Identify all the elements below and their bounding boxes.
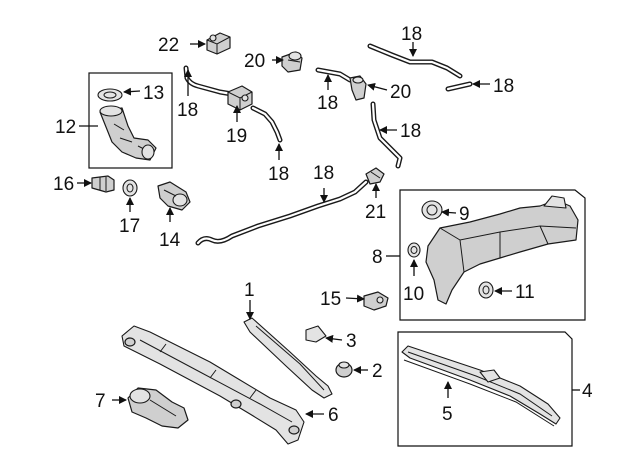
callout-18-b: 18: [268, 164, 289, 185]
part-5-wiper-blade: [401, 345, 561, 427]
callout-19: 19: [226, 126, 247, 147]
callout-7: 7: [95, 391, 106, 412]
hose-18-f: [370, 101, 403, 169]
callout-16: 16: [53, 174, 74, 195]
callout-10: 10: [403, 284, 424, 305]
callout-labels: 22 20 18 18 18 18 20 19 18 18 13 12 16 1…: [53, 24, 593, 426]
hose-18-long: [195, 179, 369, 246]
part-6-linkage: [121, 325, 305, 445]
callout-18-long: 18: [313, 163, 334, 184]
callout-6: 6: [328, 405, 339, 426]
part-20-check-valve-left: [281, 51, 303, 73]
callout-21: 21: [365, 202, 386, 223]
callout-11: 11: [515, 282, 535, 303]
group-box-4: [397, 331, 573, 447]
callout-13: 13: [143, 83, 164, 104]
callout-22: 22: [158, 35, 179, 56]
callout-14: 14: [159, 230, 181, 251]
callout-20-left: 20: [244, 51, 265, 72]
callout-20-right: 20: [390, 82, 411, 103]
callout-2: 2: [372, 361, 383, 382]
callout-8: 8: [372, 247, 383, 268]
group-box-12: [88, 72, 173, 169]
part-7-wiper-motor: [127, 387, 189, 429]
part-8-washer-tank: [425, 195, 579, 305]
leader-lines: [77, 40, 580, 418]
part-11-grommet: [478, 281, 494, 299]
hose-18-e: [445, 81, 473, 92]
part-2-nut: [335, 361, 353, 378]
callout-9: 9: [459, 204, 470, 225]
callout-12: 12: [55, 117, 76, 138]
part-22-bracket: [206, 32, 231, 55]
part-19-connector: [227, 85, 253, 111]
callout-18-right: 18: [493, 76, 514, 97]
part-20-elbow-right: [349, 75, 367, 101]
callout-4: 4: [582, 381, 593, 402]
part-12-filler-neck: [99, 105, 157, 161]
callout-18-a: 18: [177, 100, 198, 121]
part-9-tank-cap-seal: [421, 200, 443, 220]
part-16-pump-connector: [91, 175, 115, 193]
hose-18-a: [183, 65, 235, 97]
hose-18-d: [367, 43, 463, 79]
group-box-8: [399, 189, 586, 321]
part-14-washer-pump: [157, 181, 191, 211]
callout-5: 5: [442, 404, 453, 425]
callout-18-top: 18: [401, 24, 422, 45]
callout-3: 3: [346, 331, 357, 352]
callout-15: 15: [320, 289, 341, 310]
callout-18-f: 18: [400, 121, 421, 142]
part-13-cap: [97, 88, 123, 102]
part-1-wiper-arm: [243, 317, 333, 399]
callout-1: 1: [244, 280, 255, 301]
part-17-grommet: [122, 179, 138, 197]
part-10-grommet: [407, 242, 421, 258]
part-15-nozzle: [363, 291, 389, 311]
hose-18-c: [315, 67, 353, 83]
callout-17: 17: [119, 216, 140, 237]
callout-18-c: 18: [317, 93, 338, 114]
part-21-joint: [365, 167, 385, 185]
hose-18-b: [250, 105, 283, 143]
part-3-arm-cap: [305, 325, 327, 343]
